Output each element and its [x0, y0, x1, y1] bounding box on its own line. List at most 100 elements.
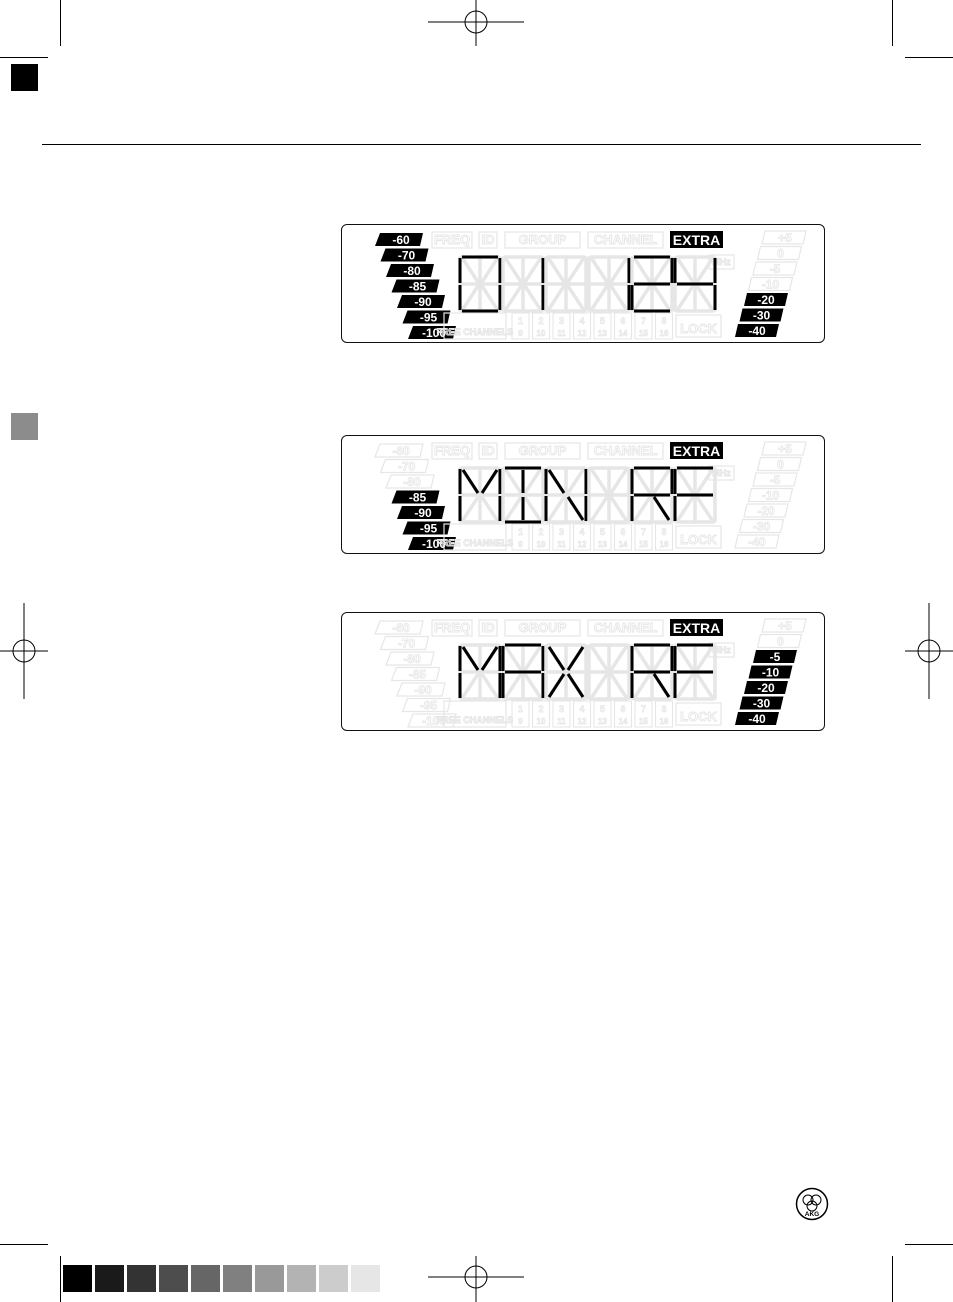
- left-scale-label: -80: [403, 475, 421, 489]
- left-scale-segment: [391, 279, 440, 293]
- left-scale-label: -85: [409, 280, 427, 294]
- right-scale-label: -20: [757, 504, 775, 518]
- right-scale-faint-label: +5: [778, 231, 792, 245]
- crop-mark-top-left-v: [60, 0, 61, 46]
- right-scale-segment: [735, 712, 779, 725]
- gray-swatch: [159, 1265, 188, 1292]
- channel-number: 5: [600, 316, 605, 326]
- right-scale-label: -5: [770, 262, 781, 276]
- left-scale-label: -60: [392, 233, 410, 247]
- crop-mark-bottom-left-v: [60, 1256, 61, 1302]
- gray-swatch: [287, 1265, 316, 1292]
- right-scale-segment: [739, 308, 784, 322]
- channel-number: 11: [557, 717, 566, 726]
- channel-number: 10: [537, 717, 546, 726]
- registration-mark-left: [0, 603, 48, 699]
- gray-swatch: [95, 1265, 124, 1292]
- channel-number: 4: [579, 704, 584, 714]
- lcd-digit-5: [673, 643, 717, 701]
- right-scale-faint-label: +5: [778, 442, 792, 456]
- lcd-faint-label: FREE CHANNELS: [437, 327, 514, 337]
- gray-swatch: [319, 1265, 348, 1292]
- channel-number: 3: [559, 704, 564, 714]
- lcd-digit-4: [630, 466, 674, 524]
- left-scale-segment: [396, 682, 446, 697]
- lcd-digit-0: [458, 643, 502, 701]
- lcd-digit-4: [630, 643, 674, 701]
- channel-number: 10: [537, 329, 546, 338]
- right-scale-label: -10: [762, 489, 780, 503]
- channel-number: 6: [620, 527, 625, 537]
- channel-number: 1: [518, 704, 523, 714]
- lcd-faint-label: GROUP: [519, 232, 567, 247]
- channel-number: 8: [661, 316, 666, 326]
- channel-number: 14: [619, 540, 628, 549]
- right-scale-label: -10: [762, 278, 780, 292]
- gray-swatch: [351, 1265, 380, 1292]
- crop-mark-bottom-left-h: [0, 1244, 48, 1245]
- channel-number: 15: [639, 717, 648, 726]
- extra-label: EXTRA: [673, 232, 720, 248]
- channel-number: 7: [641, 704, 646, 714]
- channel-number: 4: [579, 527, 584, 537]
- left-scale-segment: [397, 506, 445, 519]
- lcd-digit-3: [587, 466, 631, 524]
- channel-number: 15: [639, 329, 648, 338]
- right-scale-segment: [748, 665, 793, 679]
- right-scale-label: -40: [748, 712, 766, 726]
- lcd-display-3-graphic: -60-70-80-85-90-95-100+50-5-10-20-30-40F…: [374, 618, 807, 728]
- channel-number: 1: [518, 316, 523, 326]
- lcd-faint-label: ID: [482, 620, 495, 635]
- channel-number: 3: [559, 316, 564, 326]
- channel-number: 7: [641, 527, 646, 537]
- right-scale-label: -30: [753, 697, 771, 711]
- left-scale-segment: [386, 264, 434, 277]
- channel-number: 2: [538, 316, 543, 326]
- right-scale-segment: [744, 293, 788, 306]
- lcd-faint-label: MHz: [712, 257, 731, 267]
- channel-number: 6: [620, 704, 625, 714]
- channel-number: 14: [619, 717, 628, 726]
- lcd-faint-label: MHz: [712, 645, 731, 655]
- left-scale-segment: [380, 248, 429, 262]
- left-scale-label: -80: [403, 264, 421, 278]
- channel-number: 14: [619, 329, 628, 338]
- left-scale-label: -100: [422, 537, 446, 551]
- lcd-faint-label: LOCK: [680, 532, 717, 547]
- lcd-display-1-graphic: -60-70-80-85-90-95-100+50-5-10-20-30-40F…: [375, 230, 807, 340]
- left-scale-segment: [385, 474, 435, 489]
- channel-number: 16: [660, 329, 669, 338]
- left-scale-label: -70: [398, 460, 416, 474]
- right-scale-segment: [747, 487, 794, 503]
- right-scale-segment: [735, 324, 779, 337]
- channel-number: 15: [639, 540, 648, 549]
- crop-mark-bottom-right-v: [892, 1256, 893, 1302]
- left-scale-label: -70: [398, 637, 416, 651]
- right-scale-faint-label: +5: [778, 619, 792, 633]
- channel-number: 13: [598, 329, 607, 338]
- left-scale-segment: [374, 620, 424, 635]
- channel-number: 5: [600, 527, 605, 537]
- left-scale-segment: [379, 458, 430, 474]
- lcd-digit-3: [587, 643, 631, 701]
- channel-number: 10: [537, 540, 546, 549]
- right-scale-label: -30: [753, 309, 771, 323]
- channel-number: 8: [661, 704, 666, 714]
- left-scale-segment: [374, 443, 424, 458]
- registration-mark-right: [905, 603, 953, 699]
- lcd-digit-4: [630, 255, 674, 313]
- crop-mark-top-right-v: [892, 0, 893, 46]
- lcd-faint-label: FREQ: [434, 443, 470, 458]
- right-scale-label: -5: [770, 650, 781, 664]
- channel-number: 13: [598, 717, 607, 726]
- right-scale-segment: [734, 534, 780, 549]
- right-scale-segment: [752, 472, 798, 487]
- lcd-digit-2: [544, 643, 588, 701]
- left-scale-label: -85: [409, 668, 427, 682]
- crop-mark-top-right-h: [905, 57, 953, 58]
- channel-number: 9: [518, 329, 523, 338]
- left-scale-label: -90: [414, 295, 432, 309]
- lcd-faint-label: FREQ: [434, 620, 470, 635]
